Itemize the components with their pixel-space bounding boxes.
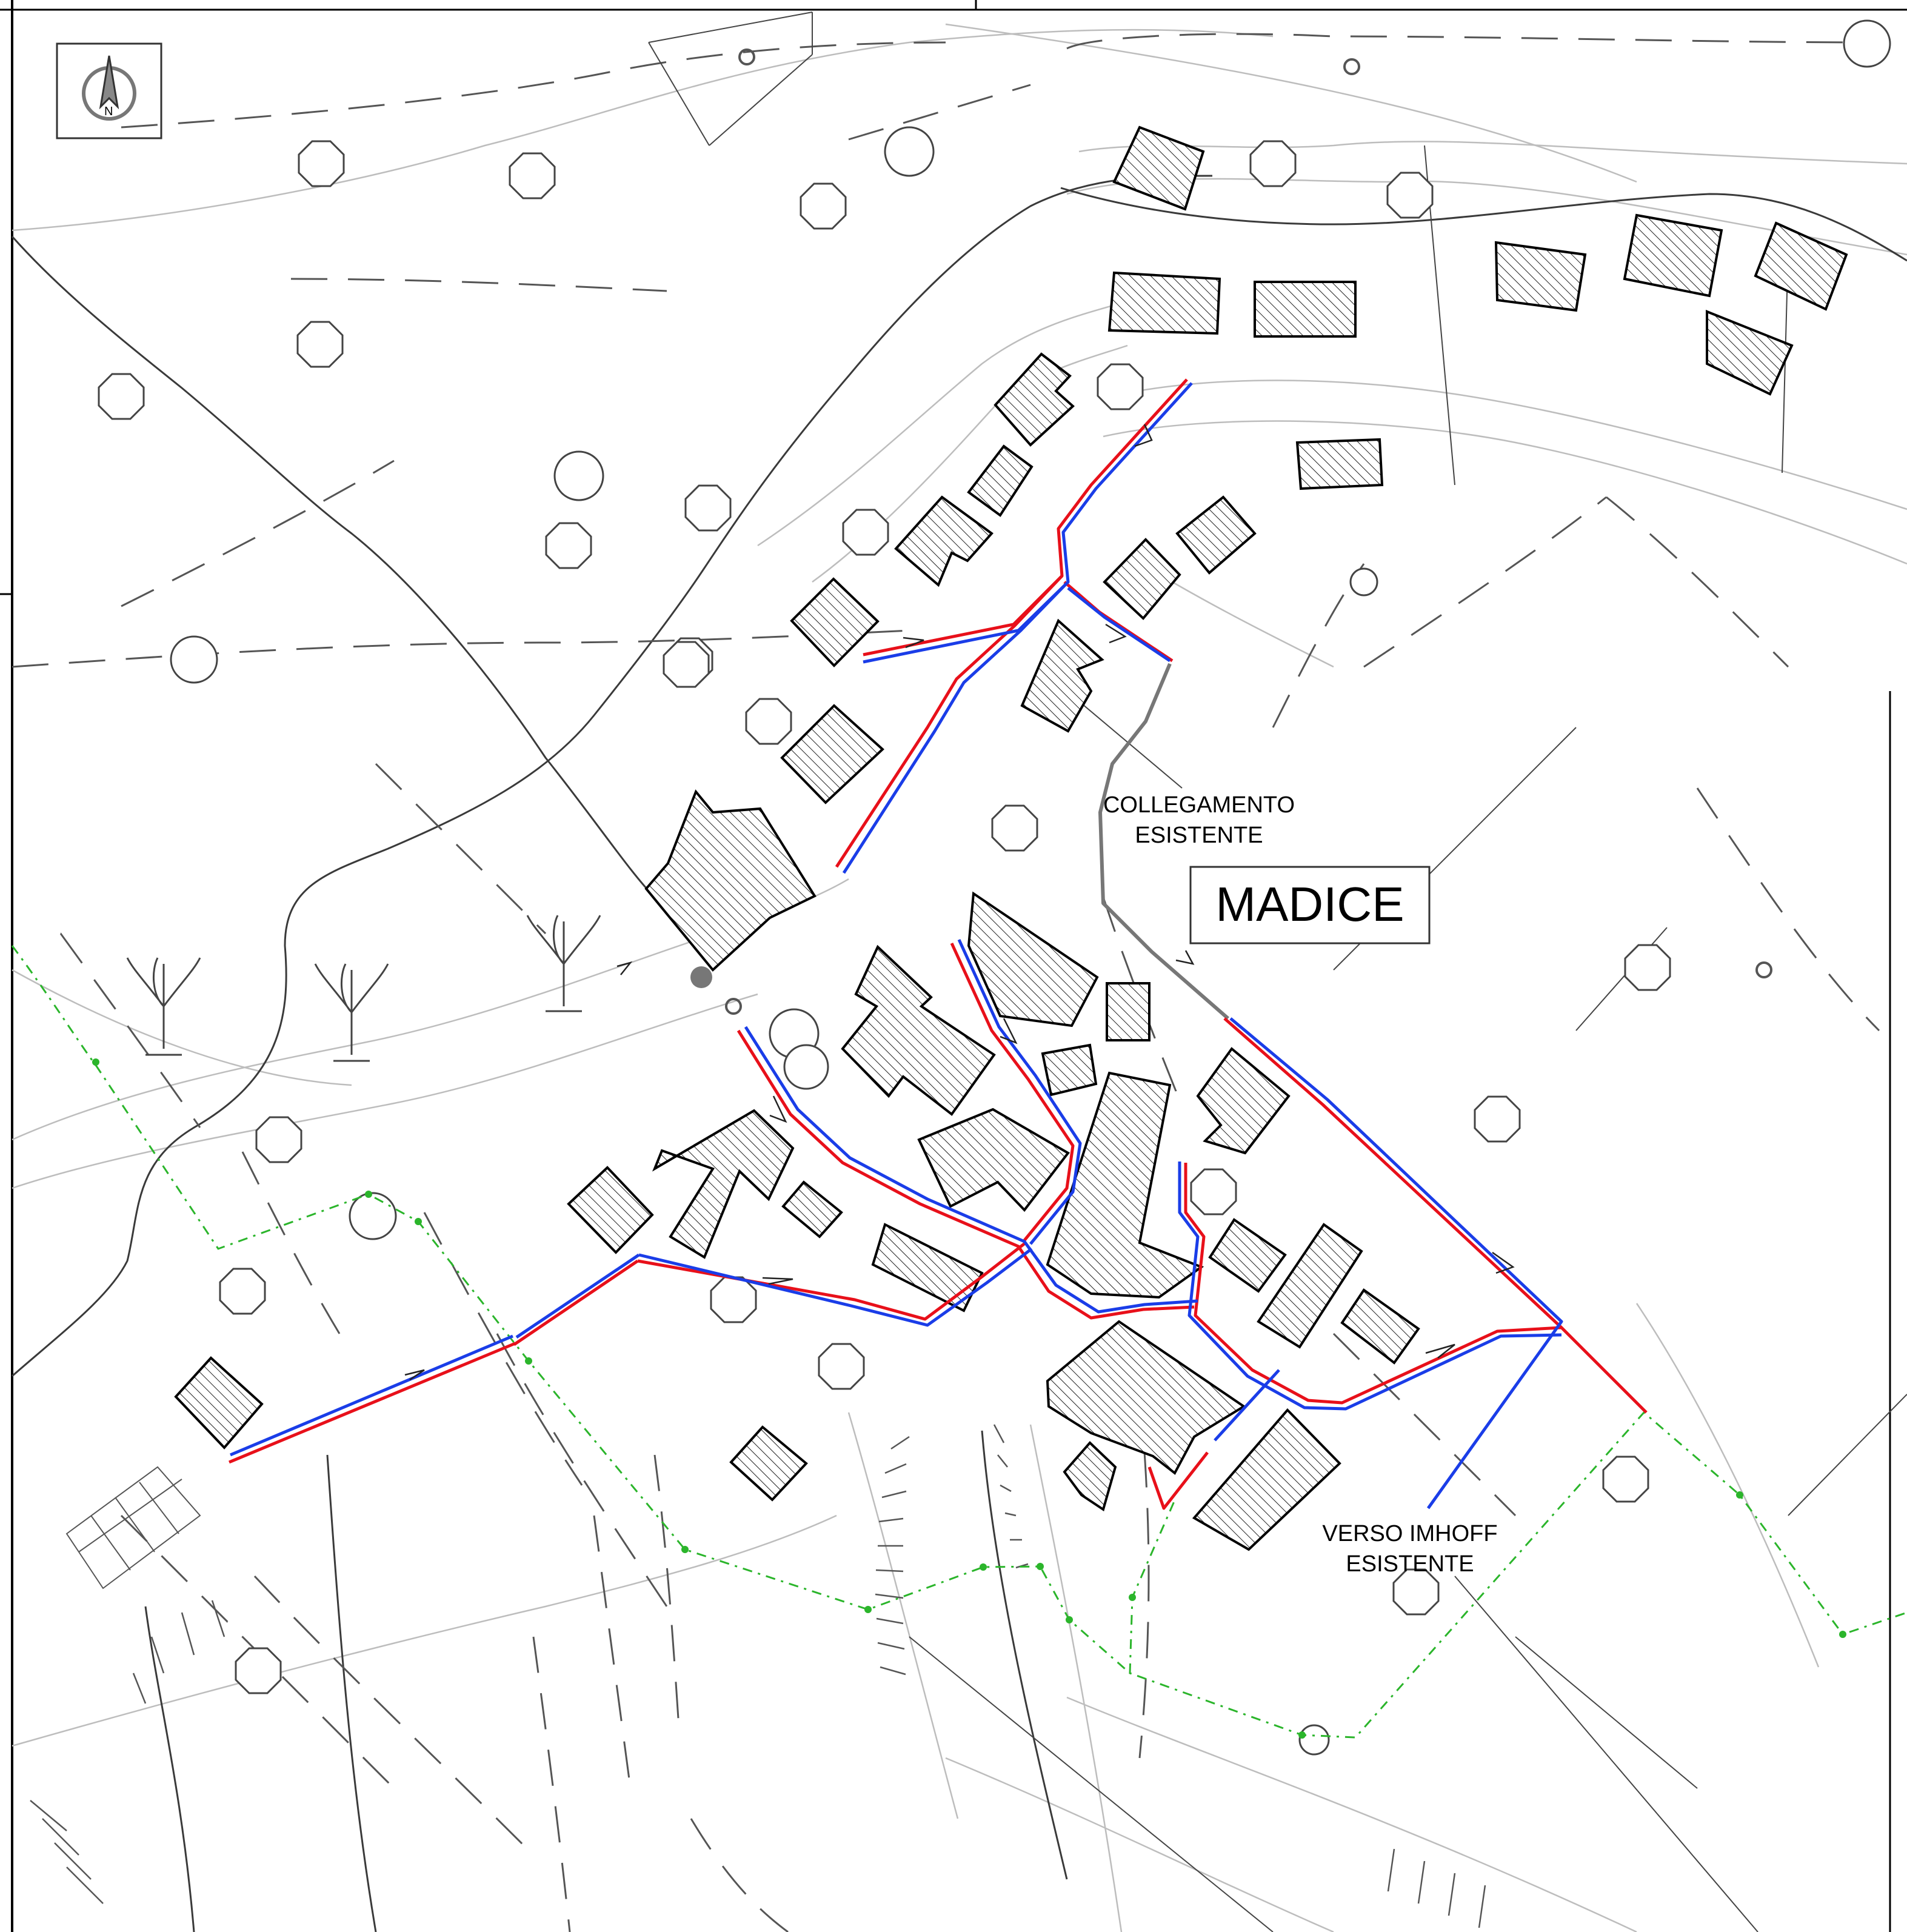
tree-icon xyxy=(170,635,218,684)
building xyxy=(841,944,996,1116)
building xyxy=(1106,982,1151,1041)
tree-icon xyxy=(991,804,1038,852)
green-boundary xyxy=(11,945,1907,1739)
tree-icon xyxy=(800,182,847,230)
connection-label-line1: COLLEGAMENTO xyxy=(1103,792,1295,818)
building xyxy=(1340,1288,1420,1365)
tree-icon xyxy=(1602,1456,1649,1503)
tree-icon xyxy=(349,1192,397,1240)
tree-icon xyxy=(509,152,556,199)
place-label: MADICE xyxy=(1189,866,1431,944)
tree-icon xyxy=(545,522,592,569)
building xyxy=(871,1223,984,1312)
tree-icon xyxy=(1624,944,1671,991)
compass-letter: N xyxy=(104,105,113,118)
palm-tree-icon xyxy=(314,963,389,1062)
building xyxy=(1063,1441,1117,1512)
building xyxy=(1192,1408,1341,1551)
building xyxy=(1112,125,1205,211)
building xyxy=(1257,1223,1363,1349)
building xyxy=(1494,241,1587,312)
building xyxy=(967,444,1034,517)
palm-tree-icons xyxy=(126,915,601,1062)
terrain-lines xyxy=(11,175,1907,1932)
tree-icon xyxy=(255,1116,302,1163)
connection-label-line2: ESISTENTE xyxy=(1135,823,1263,848)
palm-tree-icon xyxy=(126,957,201,1056)
sewer-network-red-2 xyxy=(513,1259,639,1346)
tree-icon xyxy=(235,1647,282,1694)
building xyxy=(1754,221,1848,311)
tree-icon xyxy=(1249,140,1297,187)
tree-icon xyxy=(553,450,604,501)
building xyxy=(1041,1043,1098,1097)
tree-icon xyxy=(98,373,145,420)
building xyxy=(1623,213,1723,298)
manhole-icon xyxy=(725,998,742,1015)
flow-arrows xyxy=(404,424,1515,1381)
place-name: MADICE xyxy=(1215,877,1404,931)
building xyxy=(1103,538,1181,620)
building xyxy=(1046,1071,1204,1299)
manhole-icon xyxy=(690,966,712,988)
building xyxy=(1295,438,1384,490)
building xyxy=(994,352,1075,447)
tree-icons xyxy=(98,19,1891,1756)
north-arrow-icon: N xyxy=(56,42,162,139)
tree-icon xyxy=(219,1268,266,1315)
tree-icon xyxy=(1349,567,1378,597)
building xyxy=(1208,1218,1287,1293)
tree-icon xyxy=(710,1276,757,1323)
building xyxy=(1020,618,1104,733)
existing-connection-line xyxy=(1098,663,1229,1020)
building xyxy=(780,704,884,804)
building xyxy=(567,1166,654,1254)
building xyxy=(781,1180,843,1238)
tree-icon xyxy=(842,509,889,556)
building xyxy=(1254,281,1357,338)
tree-icon xyxy=(1190,1168,1237,1215)
manhole-icon xyxy=(1343,58,1360,75)
building xyxy=(894,495,994,587)
dashed-boundaries xyxy=(12,33,1880,1932)
tree-icon xyxy=(663,641,710,688)
tree-icon xyxy=(296,321,344,368)
building xyxy=(1175,495,1257,575)
tree-icon xyxy=(745,698,792,745)
tree-icon xyxy=(684,484,732,532)
building xyxy=(1706,310,1794,396)
palm-tree-icon xyxy=(526,915,601,1012)
building xyxy=(1107,271,1221,335)
tree-icon xyxy=(1843,19,1891,68)
manhole-icon xyxy=(738,48,755,65)
tree-icon xyxy=(1097,363,1144,410)
parking-area xyxy=(65,1466,201,1589)
building xyxy=(174,1356,264,1449)
imhoff-label-line2: ESISTENTE xyxy=(1346,1551,1474,1577)
building xyxy=(917,1108,1070,1212)
embankment-ticks xyxy=(30,1424,1486,1928)
building xyxy=(790,577,880,667)
tree-icon xyxy=(818,1343,865,1390)
building xyxy=(729,1425,808,1502)
building xyxy=(1046,1320,1246,1476)
building xyxy=(1196,1047,1291,1155)
tree-icon xyxy=(1298,1724,1330,1756)
tree-icon xyxy=(1474,1095,1521,1143)
tree-icon xyxy=(884,126,935,177)
building xyxy=(652,1109,795,1259)
buildings xyxy=(174,125,1848,1551)
building xyxy=(644,789,817,972)
building xyxy=(967,891,1099,1028)
tree-icon xyxy=(783,1044,829,1090)
manhole-icon xyxy=(1755,961,1772,978)
tree-icon xyxy=(298,140,345,187)
imhoff-label-line1: VERSO IMHOFF xyxy=(1322,1521,1497,1546)
tree-icon xyxy=(1386,172,1434,219)
sewer-network-blue xyxy=(230,382,1563,1509)
